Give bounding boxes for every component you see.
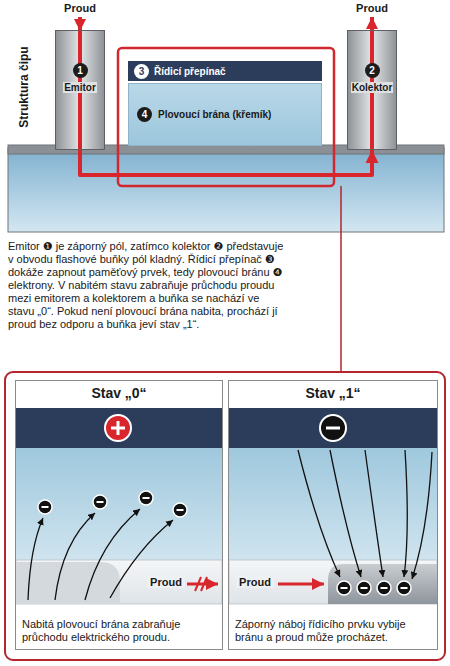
electron-symbols [337, 581, 351, 595]
callout-number: 1 [73, 63, 88, 78]
structure-label: Struktura čipu [17, 27, 31, 147]
field-lines [28, 518, 43, 600]
electron-symbols [139, 491, 153, 505]
positive-charge-symbol [105, 415, 131, 441]
electron-symbols [377, 581, 391, 595]
electron-symbols [357, 581, 371, 595]
callout-number: 3 [134, 64, 149, 79]
state-0-drawing [16, 408, 222, 448]
part-name: Kolektor [351, 82, 394, 93]
negative-charge-symbol [326, 427, 340, 430]
part-name: Plovoucí brána (křemík) [158, 109, 271, 120]
current-label: Proud [236, 576, 274, 588]
state-0-drawing [16, 448, 222, 560]
current-in-arrow [80, 17, 81, 31]
floating-gate-box: 4 Plovoucí brána (křemík) [128, 83, 322, 146]
electron-symbols [38, 491, 187, 517]
current-label: Proud [350, 2, 394, 14]
callout-number: 2 [365, 63, 380, 78]
electron-symbols [173, 503, 187, 517]
part-name: Řídicí přepínač [154, 66, 226, 77]
negative-charge-symbol [320, 415, 346, 441]
current-label: Proud [58, 2, 102, 14]
blocked-current-arrow [201, 577, 207, 591]
field-lines [412, 452, 432, 579]
blocked-current-arrow [187, 577, 218, 591]
states-frame [5, 372, 445, 660]
electrode-column: 1Emitor [55, 30, 105, 150]
state-1-drawing [229, 408, 437, 604]
field-lines [85, 509, 140, 600]
field-lines [330, 450, 361, 577]
explanation-text: Emitor ❶ je záporný pól, zatímco kolekto… [8, 240, 284, 331]
state-caption: Nabitá plovoucí brána zabraňuje průchodu… [16, 618, 222, 649]
state-0-drawing [16, 408, 222, 604]
state-heading: Stav „0“ [16, 381, 222, 401]
current-out-arrow [372, 17, 373, 31]
negative-charge-symbol [320, 415, 346, 441]
blocked-current-arrow [195, 577, 201, 591]
current-label: Proud [147, 576, 185, 588]
electron-symbols [397, 581, 411, 595]
electron-symbols [93, 495, 107, 509]
part-name: Emitor [63, 82, 97, 93]
current-arrow [278, 583, 324, 586]
state-heading: Stav „1“ [229, 381, 437, 401]
electrode-column: 2Kolektor [347, 30, 397, 150]
control-switch-bar: 3 Řídicí přepínač [128, 61, 322, 81]
state-0-drawing [16, 562, 120, 604]
leader-line [340, 186, 342, 372]
chip-substrate [8, 145, 444, 232]
current-path-arrow [80, 150, 372, 175]
chip-substrate [8, 148, 444, 232]
field-lines [298, 450, 432, 579]
positive-charge-symbol [105, 415, 131, 441]
field-lines [404, 450, 407, 577]
positive-charge-symbol [117, 421, 120, 435]
cell-highlight-frame [118, 48, 334, 186]
current-arrow [278, 584, 324, 585]
state-1-drawing [229, 408, 437, 448]
electron-symbols [38, 500, 52, 514]
callout-number: 4 [137, 107, 152, 122]
current-out-arrow [370, 17, 374, 31]
state-caption: Záporný náboj řídicího prvku vybije brán… [229, 618, 437, 649]
field-lines [365, 450, 383, 577]
current-in-arrow [78, 17, 82, 31]
electron-symbols [337, 581, 411, 595]
state-panel: Stav „0“ Nabitá plovoucí brána zabraňuje … [15, 380, 223, 650]
state-panel: Stav „1“ Záporný náboj řídicího prvku vyb… [228, 380, 438, 650]
